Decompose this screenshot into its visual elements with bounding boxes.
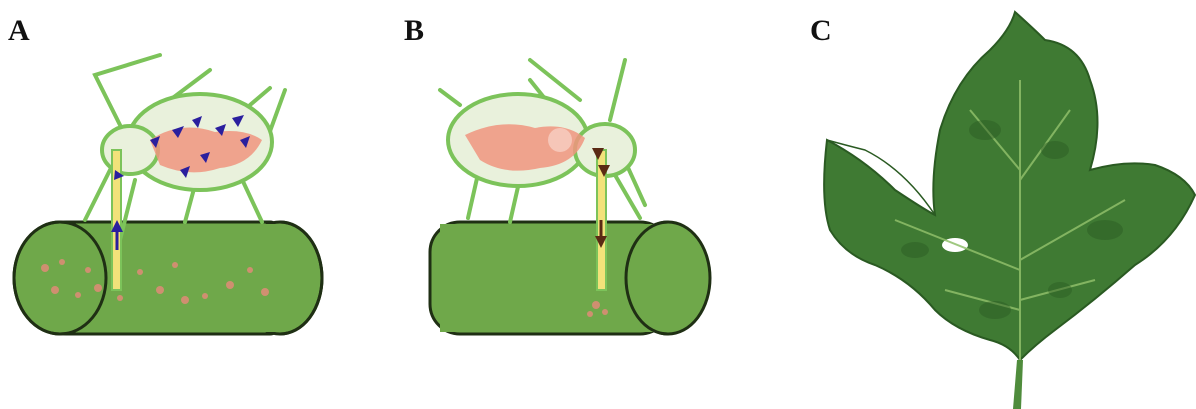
aphid-inoculation-diagram bbox=[400, 0, 800, 409]
aphid-acquisition-diagram bbox=[0, 0, 390, 409]
plant-stem bbox=[430, 222, 710, 334]
panel-c-infected-leaf bbox=[805, 0, 1196, 409]
infected-leaf-image bbox=[805, 0, 1196, 409]
panel-a-aphid-acquisition bbox=[0, 0, 390, 409]
leaf-petiole bbox=[1013, 360, 1023, 409]
plant-stem bbox=[14, 222, 322, 334]
panel-b-aphid-inoculation bbox=[400, 0, 800, 409]
